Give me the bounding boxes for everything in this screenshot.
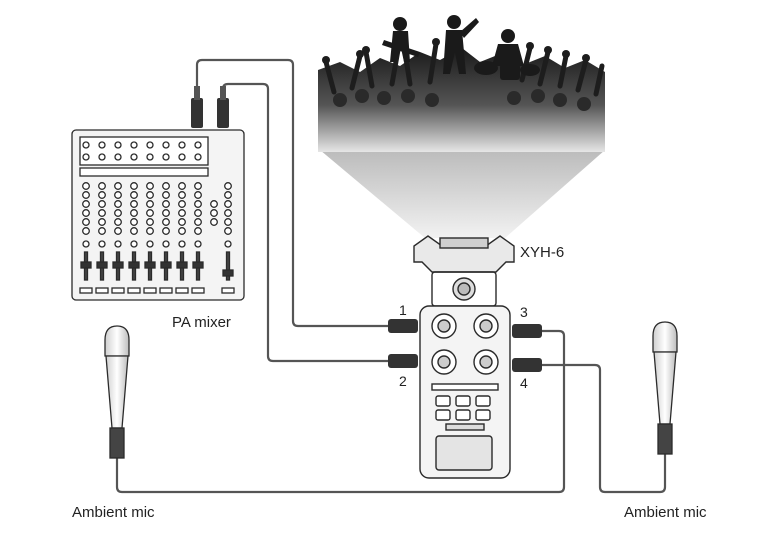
- input-4-label: 4: [520, 375, 528, 391]
- handheld-microphone-icon: [104, 325, 130, 459]
- input-3-label: 3: [520, 304, 528, 320]
- ambient-mic-left-label: Ambient mic: [72, 504, 155, 521]
- handheld-recorder-icon: [413, 235, 515, 479]
- capsule-label: XYH-6: [520, 244, 565, 261]
- input-2-label: 2: [399, 373, 407, 389]
- recorder-input-plugs: [388, 319, 542, 372]
- mixer-output-plugs: [191, 86, 229, 128]
- handheld-microphone-icon: [652, 321, 678, 455]
- input-1-label: 1: [399, 302, 407, 318]
- cables: [115, 58, 667, 494]
- mixer-label: PA mixer: [172, 314, 231, 331]
- ambient-mic-right-label: Ambient mic: [624, 504, 707, 521]
- concert-crowd-icon: [318, 15, 605, 238]
- mixing-console-icon: [71, 129, 245, 301]
